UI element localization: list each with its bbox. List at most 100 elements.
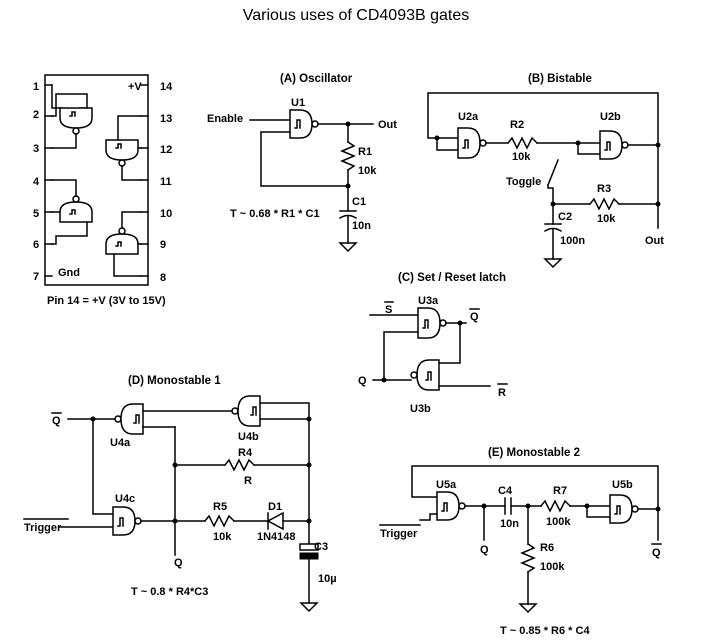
capacitor-c3 bbox=[299, 543, 319, 551]
pin-label: 6 bbox=[33, 239, 39, 251]
r3-val: 10k bbox=[597, 213, 616, 225]
c-name: C3 bbox=[314, 541, 328, 553]
c-val: 100n bbox=[560, 235, 585, 247]
pin-label: 11 bbox=[160, 176, 172, 188]
pin-label: 8 bbox=[160, 272, 166, 284]
mono1-title: (D) Monostable 1 bbox=[128, 375, 221, 387]
diode-d1 bbox=[266, 511, 284, 531]
resistor-r7 bbox=[539, 499, 572, 513]
r6-val: 100k bbox=[540, 561, 565, 573]
gate-u5a bbox=[436, 491, 460, 521]
gate-u2b bbox=[599, 130, 623, 160]
formula: T ~ 0.68 * R1 * C1 bbox=[230, 208, 320, 220]
c-val: 10µ bbox=[318, 573, 337, 585]
gate-1 bbox=[59, 107, 93, 129]
gate-2 bbox=[105, 139, 139, 161]
q-label: Q bbox=[358, 375, 367, 387]
gate-u4a bbox=[120, 403, 144, 435]
gate-label: U2b bbox=[600, 111, 621, 123]
r4-sub: R bbox=[244, 475, 252, 487]
r-val: 10k bbox=[358, 165, 377, 177]
q-label: Q bbox=[174, 557, 183, 569]
trigger-label: Trigger bbox=[380, 528, 418, 540]
q-bar-label: Q bbox=[652, 547, 661, 559]
d-name: D1 bbox=[268, 501, 282, 513]
monostable2-circuit: (E) Monostable 2 U5a Trigger Q C4 10n R7… bbox=[379, 447, 662, 637]
mono2-title: (E) Monostable 2 bbox=[488, 447, 580, 459]
pin-label: 10 bbox=[160, 208, 172, 220]
c-name: C4 bbox=[498, 485, 513, 497]
gate-4 bbox=[105, 233, 139, 255]
c-val: 10n bbox=[500, 518, 519, 530]
page-title: Various uses of CD4093B gates bbox=[243, 7, 470, 24]
vplus-label: +V bbox=[128, 81, 142, 93]
out-label: Out bbox=[378, 119, 397, 131]
enable-label: Enable bbox=[207, 113, 243, 125]
toggle-switch bbox=[547, 159, 559, 186]
pin-label: 2 bbox=[33, 109, 39, 121]
pin-label: 7 bbox=[33, 271, 39, 283]
gate-3 bbox=[59, 201, 93, 223]
gate-u3a bbox=[417, 307, 441, 339]
gate-u2a bbox=[457, 127, 481, 159]
pin-label: 1 bbox=[33, 81, 39, 93]
toggle-label: Toggle bbox=[506, 176, 541, 188]
out-label: Out bbox=[645, 235, 664, 247]
resistor-r3 bbox=[588, 197, 621, 211]
pin-label: 13 bbox=[160, 113, 172, 125]
oscillator-circuit: (A) Oscillator U1 Enable Out R1 10k C1 1… bbox=[207, 73, 397, 253]
pinout-diagram: 1 2 3 4 5 6 7 14 13 12 11 10 9 8 +V Gnd bbox=[33, 74, 173, 307]
monostable1-circuit: (D) Monostable 1 Q U4a U4b R4 R Trigger … bbox=[23, 375, 337, 613]
r7-name: R7 bbox=[553, 485, 567, 497]
gnd-label: Gnd bbox=[58, 267, 80, 279]
r2-name: R2 bbox=[510, 119, 524, 131]
pin-label: 14 bbox=[160, 81, 173, 93]
q-label: Q bbox=[480, 544, 489, 556]
pin-label: 3 bbox=[33, 143, 39, 155]
r6-name: R6 bbox=[540, 542, 554, 554]
gate-label: U3a bbox=[418, 295, 439, 307]
formula: T ~ 0.8 * R4*C3 bbox=[131, 586, 208, 598]
latch-title: (C) Set / Reset latch bbox=[398, 272, 506, 284]
q-bar-label: Q bbox=[52, 415, 61, 427]
gate-label: U3b bbox=[410, 403, 431, 415]
c-val: 10n bbox=[352, 220, 371, 232]
gate-label: U2a bbox=[458, 111, 479, 123]
gate-u4b bbox=[237, 395, 261, 427]
c-name: C1 bbox=[352, 196, 366, 208]
s-bar-label: S bbox=[385, 304, 392, 316]
gate-label: U5b bbox=[612, 479, 633, 491]
pin-label: 12 bbox=[160, 144, 172, 156]
c-name: C2 bbox=[558, 211, 572, 223]
ground-symbol bbox=[299, 602, 319, 613]
ground-symbol bbox=[543, 258, 563, 269]
pin-label: 5 bbox=[33, 208, 39, 220]
formula: T ~ 0.85 * R6 * C4 bbox=[500, 625, 590, 637]
gate-u1 bbox=[289, 109, 313, 139]
r2-val: 10k bbox=[512, 151, 531, 163]
r-name: R1 bbox=[358, 146, 372, 158]
pin-label: 9 bbox=[160, 239, 166, 251]
resistor-r2 bbox=[506, 136, 539, 150]
resistor-r6 bbox=[520, 542, 536, 574]
bistable-title: (B) Bistable bbox=[528, 73, 592, 85]
gate-label: U5a bbox=[436, 479, 457, 491]
r5-name: R5 bbox=[213, 501, 227, 513]
ground-symbol bbox=[338, 242, 358, 253]
gate-label: U4b bbox=[238, 431, 259, 443]
gate-u5b bbox=[609, 494, 633, 524]
r3-name: R3 bbox=[597, 183, 611, 195]
bistable-circuit: (B) Bistable U2a R2 10k U2b Out Toggle R… bbox=[427, 73, 664, 269]
q-bar-label: Q bbox=[470, 311, 479, 323]
ground-symbol bbox=[518, 603, 538, 614]
pin14-note: Pin 14 = +V (3V to 15V) bbox=[47, 295, 166, 307]
r4-name: R4 bbox=[238, 447, 253, 459]
latch-circuit: (C) Set / Reset latch S U3a Q Q R U3b bbox=[358, 272, 508, 415]
gate-label: U1 bbox=[291, 97, 305, 109]
resistor-r1 bbox=[340, 140, 356, 172]
gate-u4c bbox=[112, 506, 136, 536]
r7-val: 100k bbox=[546, 516, 571, 528]
pin-label: 4 bbox=[33, 176, 40, 188]
